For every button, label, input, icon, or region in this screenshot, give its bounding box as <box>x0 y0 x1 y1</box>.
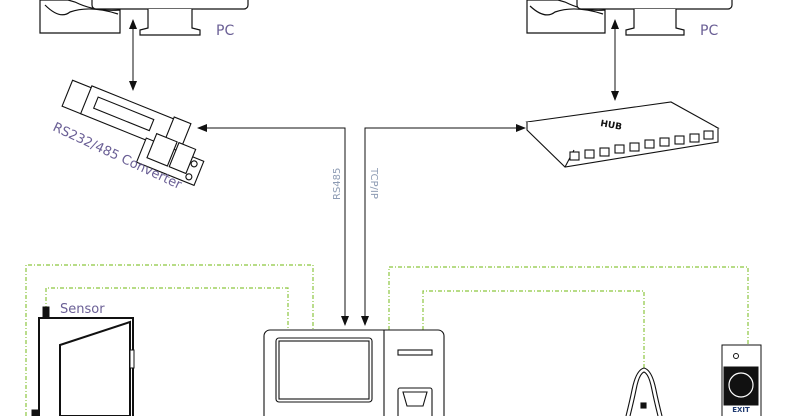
pc-left-icon <box>39 0 249 36</box>
exit-label: EXIT <box>732 406 750 414</box>
hub-label: HUB <box>599 119 622 133</box>
exit-button-icon <box>721 344 762 416</box>
control-wiring <box>25 264 749 416</box>
bell-icon <box>625 367 663 416</box>
pc-right-label: PC <box>700 23 718 39</box>
sensor-label: Sensor <box>60 302 105 317</box>
pc-left-label: PC <box>216 23 234 39</box>
pc-right-icon <box>526 0 733 36</box>
tcpip-label: TCP/IP <box>368 167 379 199</box>
rs485-link <box>197 124 349 326</box>
door-icon <box>31 306 135 416</box>
tcpip-link <box>361 124 526 326</box>
converter-icon <box>61 79 205 187</box>
rs485-label: RS485 <box>332 168 343 200</box>
access-terminal-icon <box>263 329 445 416</box>
hub-icon <box>525 101 720 168</box>
